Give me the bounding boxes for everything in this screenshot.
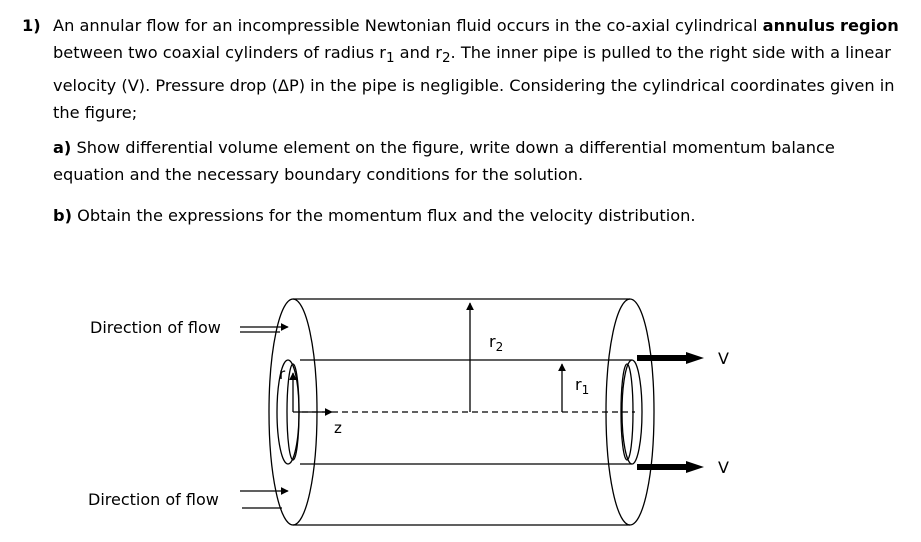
v-label-bottom: V — [718, 458, 729, 477]
z-axis-label: z — [334, 419, 342, 437]
part-b-label: b) — [53, 206, 72, 225]
bold-term-region: region — [840, 16, 899, 35]
velocity-arrow-top — [637, 352, 704, 364]
mid-text: and r — [394, 43, 442, 62]
part-b-text: Obtain the expressions for the momentum … — [72, 206, 696, 225]
problem-number: 1) — [22, 16, 41, 35]
flow-label-bottom: Direction of flow — [88, 490, 219, 509]
coordinate-axes — [289, 372, 333, 416]
r2-label: r2 — [489, 332, 503, 354]
part-a-label: a) — [53, 138, 72, 157]
problem-parts: a) Show differential volume element on t… — [53, 134, 898, 229]
sub-1: 1 — [385, 50, 395, 67]
part-b: b) Obtain the expressions for the moment… — [53, 202, 898, 229]
flow-label-top: Direction of flow — [90, 318, 221, 337]
part-a-text: Show differential volume element on the … — [53, 138, 835, 184]
rest-text: . The inner pipe is pulled to the right … — [53, 43, 895, 123]
velocity-arrow-bottom — [637, 461, 704, 473]
sub-2: 2 — [441, 50, 451, 67]
intro-text: An annular flow for an incompressible Ne… — [53, 16, 763, 35]
v-label-top: V — [718, 349, 729, 368]
r1-label: r1 — [575, 375, 589, 397]
problem-text: An annular flow for an incompressible Ne… — [53, 12, 902, 126]
bold-term-annulus: annulus — [762, 16, 835, 35]
r-axis-label: r — [279, 365, 286, 383]
part-a: a) Show differential volume element on t… — [53, 134, 898, 188]
problem-statement: 1) An annular flow for an incompressible… — [22, 12, 902, 126]
after-bold-text: between two coaxial cylinders of radius … — [53, 43, 386, 62]
